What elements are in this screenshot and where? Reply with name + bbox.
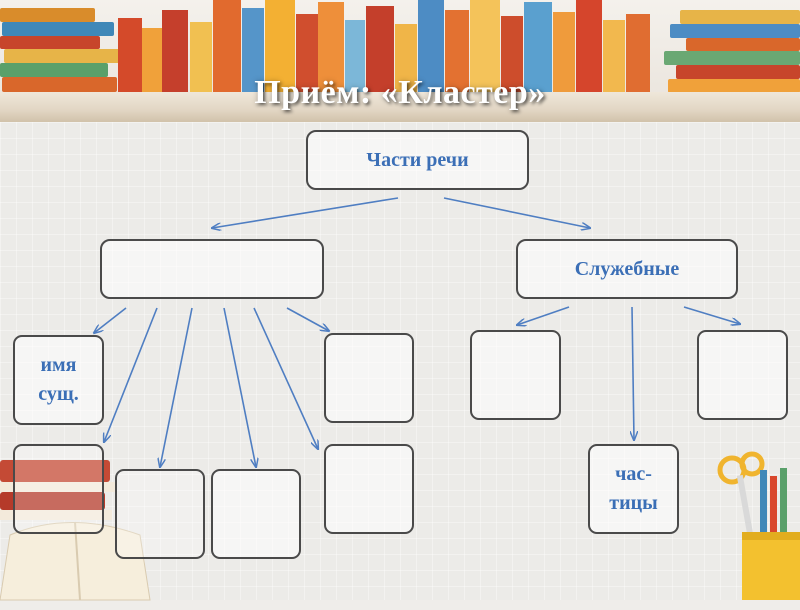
arrow-to-imya-sushch: [94, 307, 127, 333]
arrow-to-left-leaf-3: [223, 307, 256, 467]
leaf-node-empty: [470, 330, 561, 420]
leaf-node-label: час- тицы: [609, 463, 658, 514]
leaf-node-chastitsy: час- тицы: [588, 444, 679, 534]
branch-node-label: Служебные: [574, 257, 680, 280]
leaf-node-empty: [211, 469, 301, 559]
shelf-board: [0, 92, 800, 122]
root-node-chasti-rechi: Части речи: [306, 130, 529, 190]
arrow-to-left-leaf-1: [104, 307, 158, 442]
arrow-to-left-leaf-2: [160, 307, 193, 467]
leaf-node-empty: [697, 330, 788, 420]
pencil-cup-image: [717, 451, 800, 600]
leaf-node-empty: [324, 444, 414, 534]
open-books-image: [0, 460, 151, 601]
arrow-to-left-leaf-5: [286, 307, 329, 331]
slide-title: Приём: «Кластер»: [254, 74, 546, 111]
arrow-to-right-leaf-3: [683, 306, 740, 324]
root-node-label: Части речи: [366, 148, 469, 171]
leaf-node-empty: [324, 333, 414, 423]
arrow-to-left-leaf-4: [253, 307, 318, 449]
books-on-shelf-image: [0, 0, 800, 94]
branch-node-empty: [100, 239, 324, 299]
arrow-to-chastitsy: [632, 306, 634, 440]
leaf-node-label: имя сущ.: [38, 354, 79, 405]
leaf-node-empty: [13, 444, 104, 534]
leaf-node-empty: [115, 469, 205, 559]
branch-node-sluzhebnye: Служебные: [516, 239, 738, 299]
arrow-to-right-leaf-1: [517, 306, 570, 325]
arrow-root-to-left-branch: [212, 197, 399, 228]
arrow-root-to-sluzhebnye: [443, 197, 590, 228]
leaf-node-imya-sushch: имя сущ.: [13, 335, 104, 425]
